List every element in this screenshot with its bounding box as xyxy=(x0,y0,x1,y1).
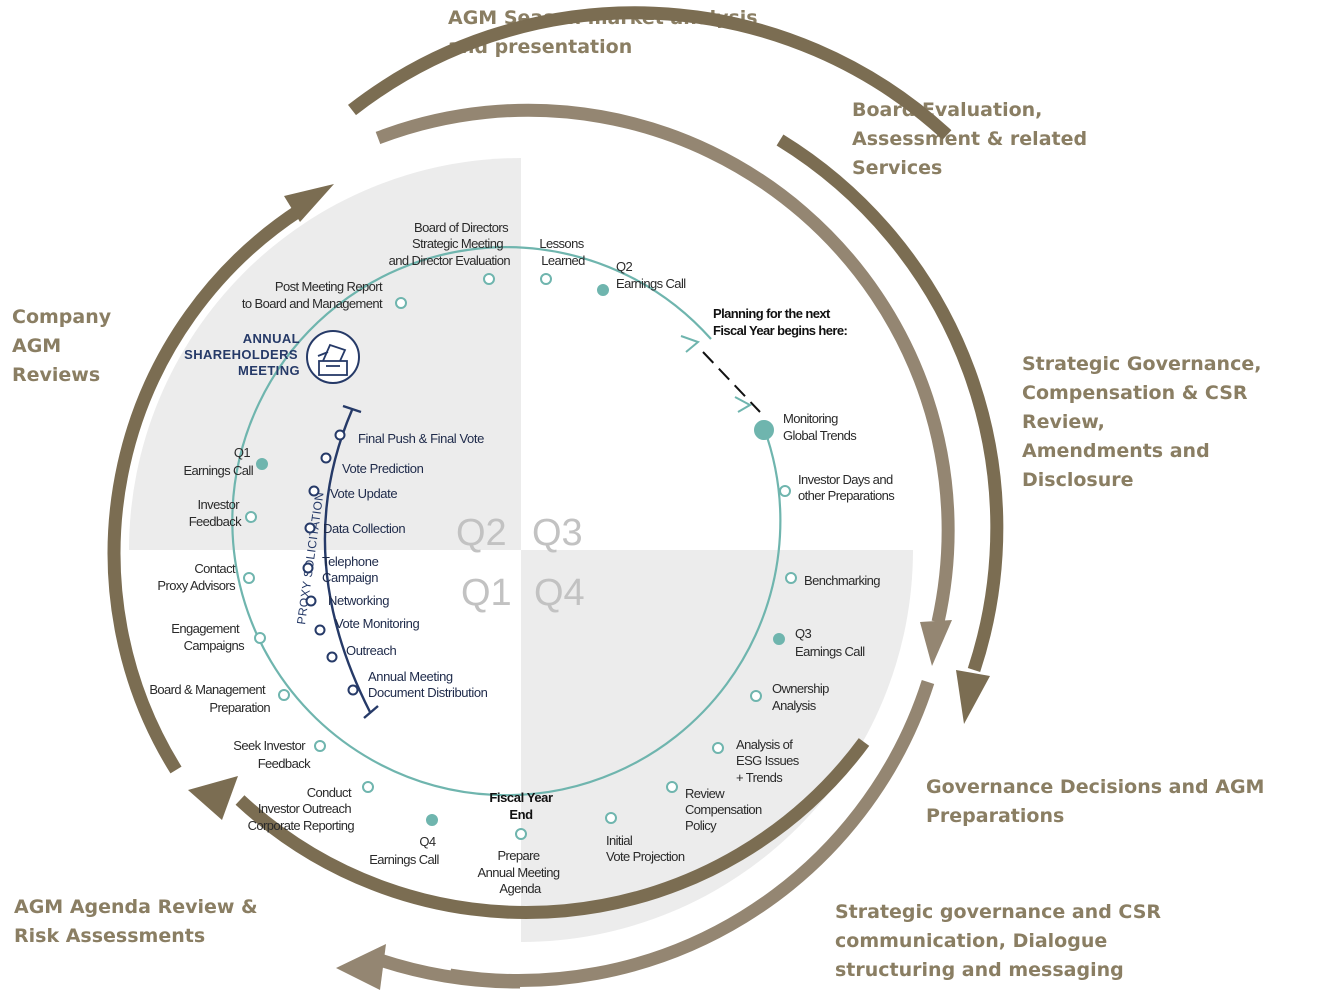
node-q3-call xyxy=(773,633,785,645)
milestone-investor-days: Investor Days and other Preparations xyxy=(798,472,896,503)
planning-dashed-line xyxy=(702,351,761,413)
proxy-step-document-distribution: Annual Meeting Document Distribution xyxy=(368,669,488,700)
outer-arc-company-agm xyxy=(107,204,304,774)
outer-arc-agm-season xyxy=(348,6,952,140)
label-agm-agenda-review: AGM Agenda Review & Risk Assessments xyxy=(14,896,258,947)
outer-arc-agm-agenda xyxy=(377,953,521,989)
cycle-ring xyxy=(231,246,782,797)
milestone-esg: Analysis of ESG Issues + Trends xyxy=(736,737,802,785)
proxy-step-vote-monitoring: Vote Monitoring xyxy=(335,616,420,631)
proxy-step-final-push: Final Push & Final Vote xyxy=(358,431,484,446)
milestone-q2-call: Q2 Earnings Call xyxy=(616,259,686,291)
proxy-node-final-push xyxy=(334,429,346,441)
node-board-prep xyxy=(278,689,290,701)
node-monitoring xyxy=(754,420,774,440)
arrowhead-communication xyxy=(188,776,238,820)
node-q4-call xyxy=(426,814,438,826)
proxy-step-outreach: Outreach xyxy=(346,643,396,658)
proxy-step-data-collection: Data Collection xyxy=(323,521,405,536)
label-strategic-governance: Strategic Governance, Compensation & CSR… xyxy=(1022,353,1262,491)
node-post-meeting xyxy=(395,297,407,309)
quarter-q1: Q1 xyxy=(461,572,512,614)
annual-meeting-badge xyxy=(306,330,360,384)
node-initial-vote xyxy=(605,812,617,824)
milestone-seek-feedback: Seek Investor Feedback xyxy=(233,738,311,771)
node-investor-feedback xyxy=(245,511,257,523)
milestone-engagement: Engagement Campaigns xyxy=(171,621,245,653)
node-q1-call xyxy=(256,458,268,470)
node-ownership xyxy=(750,690,762,702)
arrowhead-strategic-governance xyxy=(956,670,990,724)
milestone-lessons-learned: Lessons Learned xyxy=(539,236,586,268)
ballot-box-icon xyxy=(317,343,348,376)
milestone-q1-call: Q1 Earnings Call xyxy=(183,445,253,478)
label-board-evaluation: Board Evaluation, Assessment & related S… xyxy=(852,99,1088,179)
quarter-q3: Q3 xyxy=(532,512,583,554)
fiscal-year-end-line2: End xyxy=(509,807,533,822)
outer-arc-strategic-governance xyxy=(776,134,1004,673)
outer-arc-governance-decisions xyxy=(448,680,935,988)
planning-note-line1: Planning for the next xyxy=(713,306,831,321)
milestone-contact-proxy: Contact Proxy Advisors xyxy=(157,561,238,593)
fiscal-year-end-line1: Fiscal Year xyxy=(489,790,553,805)
milestone-monitoring: Monitoring Global Trends xyxy=(783,411,857,443)
arrowhead-company-agm xyxy=(284,184,334,222)
node-investor-days xyxy=(779,485,791,497)
milestone-review-comp: Review Compensation Policy xyxy=(685,786,765,833)
node-benchmarking xyxy=(785,572,797,584)
node-contact-proxy xyxy=(243,572,255,584)
milestone-board-directors: Board of Directors Strategic Meeting and… xyxy=(389,220,511,268)
node-conduct-outreach xyxy=(362,781,374,793)
milestone-ownership: Ownership Analysis xyxy=(772,681,832,713)
milestone-prepare-agenda: Prepare Annual Meeting Agenda xyxy=(478,848,563,896)
proxy-step-vote-prediction: Vote Prediction xyxy=(342,461,424,476)
node-q2-call xyxy=(597,284,609,296)
label-company-agm-reviews: Company AGM Reviews xyxy=(12,306,112,386)
milestone-investor-feedback: Investor Feedback xyxy=(189,497,242,529)
label-strategic-communication: Strategic governance and CSR communicati… xyxy=(835,901,1162,981)
chevron-marker-icon xyxy=(734,396,753,413)
milestone-initial-vote: Initial Vote Projection xyxy=(606,833,685,864)
outer-arc-communication xyxy=(235,738,870,919)
proxy-node-outreach xyxy=(326,651,338,663)
node-fiscal-year-end xyxy=(515,828,527,840)
node-review-comp xyxy=(666,781,678,793)
milestone-board-prep: Board & Management Preparation xyxy=(149,682,270,715)
proxy-node-vote-monitoring xyxy=(314,624,326,636)
proxy-solicitation-track xyxy=(323,404,379,719)
proxy-node-networking xyxy=(305,595,317,607)
milestone-q4-call: Q4 Earnings Call xyxy=(369,834,439,867)
node-esg xyxy=(712,742,724,754)
proxy-node-data-collection xyxy=(304,522,316,534)
annual-meeting-line3: MEETING xyxy=(238,363,300,378)
arrowhead-agm-agenda xyxy=(336,944,386,990)
outer-arc-board-evaluation xyxy=(375,103,955,624)
node-seek-feedback xyxy=(314,740,326,752)
quarter-q2: Q2 xyxy=(456,512,507,554)
proxy-step-networking: Networking xyxy=(328,593,389,608)
milestone-q3-call: Q3 Earnings Call xyxy=(795,626,865,659)
node-board-directors xyxy=(483,273,495,285)
node-engagement xyxy=(254,632,266,644)
proxy-node-vote-update xyxy=(308,485,320,497)
arrowhead-board-evaluation xyxy=(920,620,952,666)
chevron-marker-icon xyxy=(680,335,700,353)
proxy-node-telephone xyxy=(302,562,314,574)
annual-meeting-line2: SHAREHOLDERS xyxy=(184,347,298,362)
planning-note-line2: Fiscal Year begins here: xyxy=(713,323,847,338)
annual-meeting-line1: ANNUAL xyxy=(243,331,300,346)
proxy-step-vote-update: Vote Update xyxy=(330,486,397,501)
proxy-step-telephone: Telephone Campaign xyxy=(322,554,382,585)
node-lessons-learned xyxy=(540,273,552,285)
proxy-node-document-distribution xyxy=(347,684,359,696)
milestone-benchmarking: Benchmarking xyxy=(804,573,880,588)
quarter-q4: Q4 xyxy=(534,572,585,614)
milestone-post-meeting: Post Meeting Report to Board and Managem… xyxy=(242,279,385,311)
label-governance-decisions: Governance Decisions and AGM Preparation… xyxy=(926,776,1265,827)
milestone-conduct-outreach: Conduct Investor Outreach Corporate Repo… xyxy=(248,785,355,833)
proxy-node-vote-prediction xyxy=(320,452,332,464)
